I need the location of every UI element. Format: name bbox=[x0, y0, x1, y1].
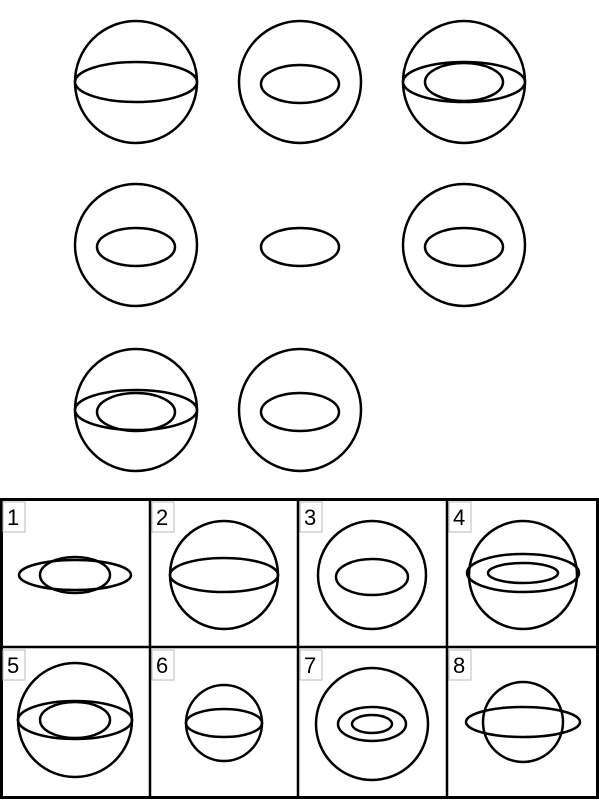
answer-option-5-figure[interactable] bbox=[16, 661, 134, 779]
answer-label-box bbox=[448, 501, 472, 533]
answer-option-2-label: 2 bbox=[156, 505, 169, 530]
answer-option-1-label: 1 bbox=[7, 505, 20, 530]
answer-label-box bbox=[151, 649, 175, 681]
answer-option-4-label: 4 bbox=[453, 505, 466, 530]
answer-option-8-figure[interactable] bbox=[464, 680, 582, 764]
answer-label-box bbox=[2, 501, 26, 533]
answer-label-box bbox=[151, 501, 175, 533]
answer-option-3-label: 3 bbox=[304, 505, 317, 530]
puzzle-cell-r3c2 bbox=[237, 347, 363, 473]
puzzle-cell-r2c1 bbox=[73, 182, 199, 308]
answer-label-box bbox=[2, 649, 26, 681]
puzzle-cell-r2c2 bbox=[259, 226, 341, 268]
puzzle-cell-r1c1 bbox=[73, 19, 199, 145]
puzzle-cell-r1c3 bbox=[401, 19, 527, 145]
answer-option-5-label: 5 bbox=[7, 653, 20, 678]
answer-option-6-figure[interactable] bbox=[184, 683, 264, 763]
answer-option-7-label: 7 bbox=[304, 653, 317, 678]
answer-label-box bbox=[448, 649, 472, 681]
puzzle-cell-r2c3 bbox=[401, 182, 527, 308]
answer-grid-border bbox=[0, 498, 599, 799]
puzzle-cell-r1c2 bbox=[237, 19, 363, 145]
answer-option-3-figure[interactable] bbox=[316, 519, 428, 631]
answer-label-box bbox=[299, 501, 323, 533]
answer-option-8-label: 8 bbox=[453, 653, 466, 678]
answer-option-6-label: 6 bbox=[156, 653, 169, 678]
answer-label-box bbox=[299, 649, 323, 681]
answer-option-4-figure[interactable] bbox=[465, 519, 581, 631]
answer-option-7-figure[interactable] bbox=[314, 666, 430, 782]
puzzle-cell-r3c1 bbox=[73, 347, 199, 473]
puzzle-matrix bbox=[73, 19, 527, 473]
answer-option-1-figure[interactable] bbox=[17, 555, 133, 595]
answer-grid bbox=[0, 498, 599, 799]
answer-option-2-figure[interactable] bbox=[168, 519, 280, 631]
